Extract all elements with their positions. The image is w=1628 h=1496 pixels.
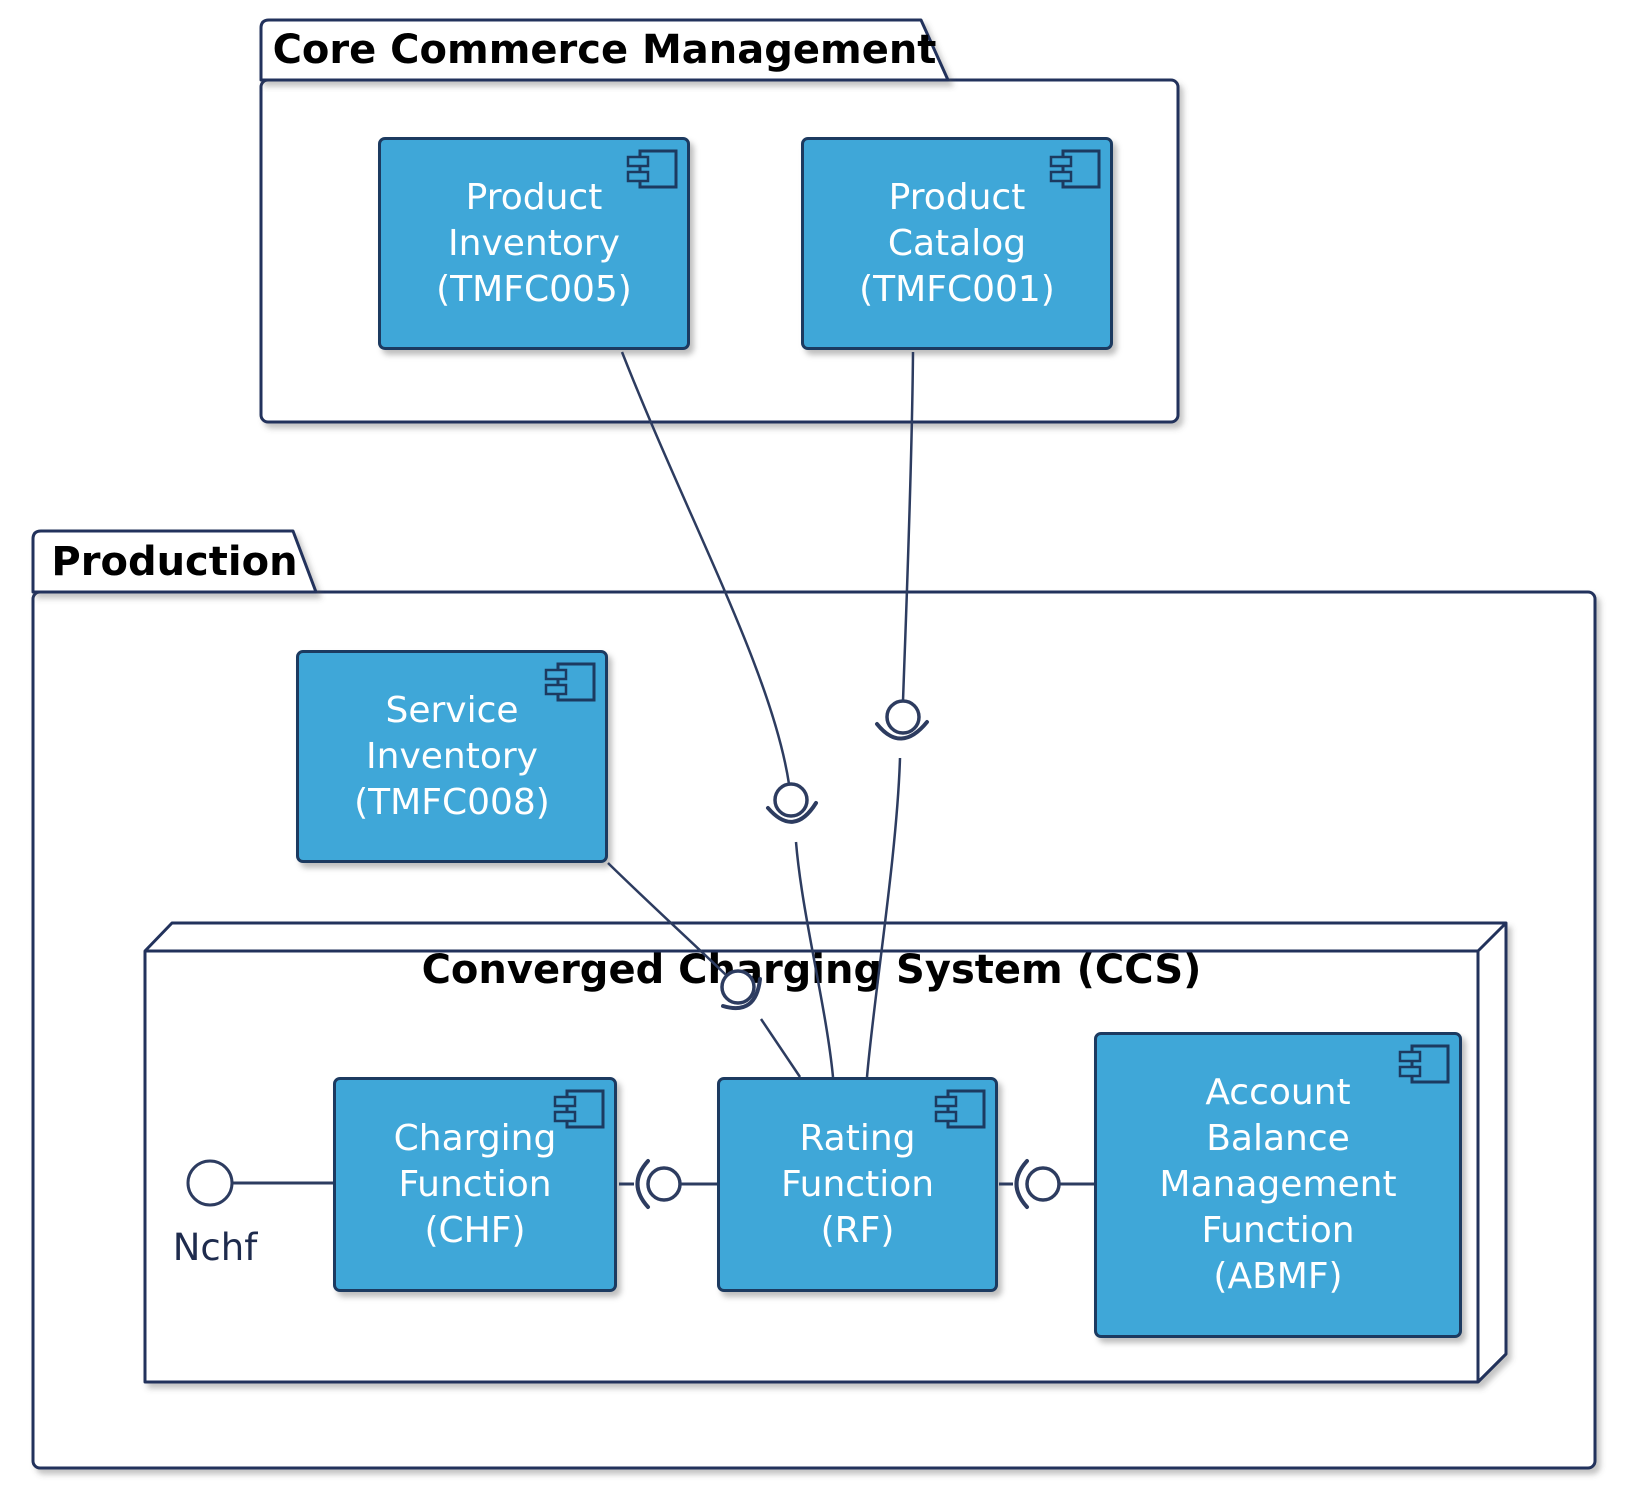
package-title-text: Production (51, 538, 298, 585)
package-title-text: Core Commerce Management (272, 27, 937, 73)
provided-interface-ball-icon (646, 1166, 682, 1202)
component-icon (553, 1089, 605, 1129)
required-interface-socket-icon (766, 801, 818, 824)
component-icon (544, 662, 596, 702)
link-service-inventory-to-rf (607, 862, 727, 976)
component-label-line: (CHF) (424, 1209, 526, 1251)
component-label-line: Account (1205, 1072, 1351, 1113)
nchf-interface-label: Nchf (155, 1225, 275, 1269)
provided-interface-ball-icon (773, 782, 809, 818)
required-interface-socket-icon (721, 977, 762, 1011)
component-label-line: Inventory (366, 735, 538, 777)
provided-interface-ball-icon (885, 699, 921, 735)
core-commerce-package-tab (259, 18, 950, 82)
package-title-production: Production (33, 531, 316, 592)
component-label-line: Catalog (887, 222, 1027, 264)
link-product-catalog-to-rf (901, 351, 915, 702)
component-abmf: Account Balance Management Function (ABM… (1094, 1032, 1462, 1338)
component-service-inventory: Service Inventory (TMFC008) (296, 650, 608, 863)
link-service-inventory-to-rf (759, 1018, 802, 1078)
component-icon (1049, 149, 1101, 189)
component-label-line: Function (780, 1163, 935, 1205)
component-label-line: (TMFC005) (436, 268, 632, 310)
ccs-node-title: Converged Charging System (CCS) (145, 946, 1478, 994)
provided-interface-ball-icon (1025, 1166, 1061, 1202)
component-label-line: Product (465, 176, 603, 218)
component-label-line: Function (398, 1163, 552, 1205)
component-label-line: (TMFC001) (859, 268, 1055, 310)
component-label-line: (ABMF) (1213, 1256, 1343, 1297)
component-icon (934, 1089, 986, 1129)
package-title-core-commerce: Core Commerce Management (261, 20, 948, 80)
production-package-tab (31, 529, 318, 594)
component-product-catalog: Product Catalog (TMFC001) (801, 137, 1113, 350)
component-product-inventory: Product Inventory (TMFC005) (378, 137, 690, 350)
component-label-line: Management (1159, 1164, 1397, 1205)
component-label-line: Rating (799, 1117, 916, 1159)
component-label-line: Charging (393, 1117, 557, 1159)
required-interface-socket-icon (635, 1159, 650, 1209)
component-icon (626, 149, 678, 189)
component-label-line: Product (888, 176, 1026, 218)
component-icon (1398, 1044, 1450, 1084)
link-product-catalog-to-rf (865, 757, 902, 1078)
provided-interface-ball-icon (720, 969, 756, 1005)
component-label-line: (RF) (820, 1209, 895, 1251)
component-label-line: Service (385, 689, 519, 731)
component-label-line: Inventory (448, 222, 620, 264)
link-product-inventory-to-rf (620, 351, 791, 785)
nchf-interface-circle (186, 1159, 234, 1207)
link-product-inventory-to-rf (794, 841, 835, 1078)
component-rating-function: Rating Function (RF) (717, 1077, 998, 1292)
required-interface-socket-icon (875, 720, 929, 741)
component-label-line: (TMFC008) (354, 781, 550, 823)
nchf-label-text: Nchf (172, 1225, 258, 1269)
component-charging-function: Charging Function (CHF) (333, 1077, 617, 1292)
node-title-text: Converged Charging System (CCS) (421, 947, 1202, 993)
component-label-line: Function (1201, 1210, 1355, 1251)
component-label-line: Balance (1206, 1118, 1350, 1159)
required-interface-socket-icon (1014, 1159, 1029, 1209)
